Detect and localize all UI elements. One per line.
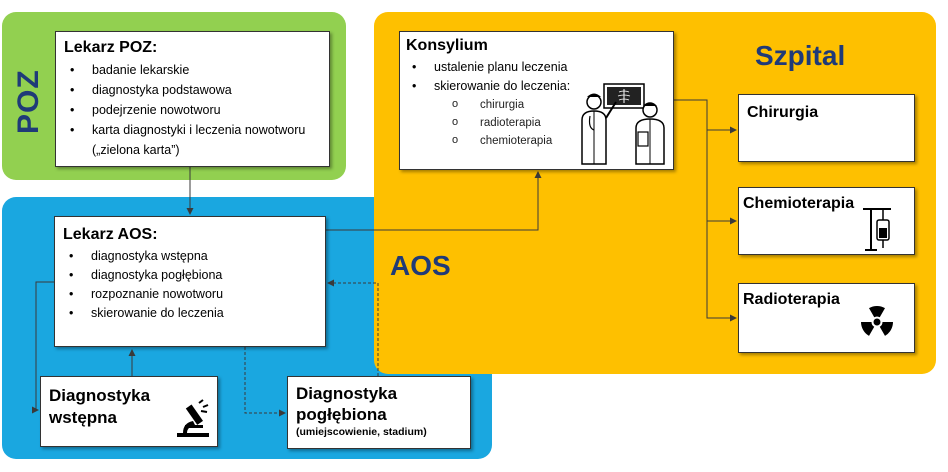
- sub-list-item: radioterapia: [406, 113, 667, 132]
- diagnostyka-wstepna-box: Diagnostyka wstępna: [40, 376, 218, 447]
- list-item: diagnostyka wstępna: [63, 247, 317, 266]
- list-item: rozpoznanie nowotworu: [63, 285, 317, 304]
- chirurgia-title: Chirurgia: [747, 104, 819, 121]
- lekarz-aos-title: Lekarz AOS:: [63, 226, 158, 243]
- diagnostyka-poglebiona-box: Diagnostyka pogłębiona (umiejscowienie, …: [287, 376, 471, 449]
- arrow-konsylium-to-radioterapia: [706, 221, 737, 322]
- list-item: karta diagnostyki i leczenia nowotworu (…: [64, 120, 321, 160]
- list-item: badanie lekarskie: [64, 60, 321, 80]
- list-item: ustalenie planu leczenia: [406, 58, 667, 77]
- radioterapia-box: Radioterapia: [738, 283, 915, 353]
- radioterapia-title: Radioterapia: [743, 291, 840, 308]
- lekarz-aos-list: diagnostyka wstępna diagnostyka pogłębio…: [63, 247, 317, 323]
- microscope-icon: [177, 399, 209, 437]
- konsylium-sublist: chirurgia radioterapia chemioterapia: [406, 95, 667, 150]
- lekarz-poz-title: Lekarz POZ:: [64, 39, 158, 56]
- radiation-icon: [861, 305, 894, 336]
- chemioterapia-box: Chemioterapia: [738, 187, 915, 255]
- arrow-aos-to-diag-wstepna: [32, 281, 54, 414]
- arrow-konsylium-to-chemioterapia: [706, 130, 737, 225]
- arrow-diag-poglebiona-to-aos: [327, 279, 379, 376]
- arrow-konsylium-to-chirurgia: [674, 99, 737, 134]
- chemioterapia-title: Chemioterapia: [743, 195, 855, 212]
- list-item: diagnostyka pogłębiona: [63, 266, 317, 285]
- chirurgia-box: Chirurgia: [738, 94, 915, 162]
- lekarz-poz-box: Lekarz POZ: badanie lekarskie diagnostyk…: [55, 31, 330, 167]
- diagnostyka-poglebiona-title-1: Diagnostyka: [296, 384, 398, 403]
- list-item: podejrzenie nowotworu: [64, 100, 321, 120]
- diagnostyka-wstepna-title-2: wstępna: [49, 408, 118, 427]
- list-item: diagnostyka podstawowa: [64, 80, 321, 100]
- aos-region-label: AOS: [390, 250, 451, 281]
- doctors-xray-icon: [581, 83, 665, 165]
- list-item: skierowanie do leczenia:: [406, 77, 667, 96]
- konsylium-title: Konsylium: [406, 37, 488, 54]
- konsylium-box: Konsylium ustalenie planu leczenia skier…: [399, 31, 674, 170]
- iv-drip-icon: [863, 208, 891, 251]
- sub-list-item: chirurgia: [406, 95, 667, 114]
- konsylium-list: ustalenie planu leczenia skierowanie do …: [406, 58, 667, 96]
- lekarz-poz-list: badanie lekarskie diagnostyka podstawowa…: [64, 60, 321, 160]
- szpital-region-label: Szpital: [755, 40, 846, 71]
- diagnostyka-wstepna-title-1: Diagnostyka: [49, 386, 151, 405]
- arrow-aos-to-konsylium: [326, 171, 542, 231]
- list-item: skierowanie do leczenia: [63, 304, 317, 323]
- diagnostyka-poglebiona-note: (umiejscowienie, stadium): [296, 426, 427, 438]
- arrow-aos-to-diag-poglebiona: [244, 347, 286, 417]
- lekarz-aos-box: Lekarz AOS: diagnostyka wstępna diagnost…: [54, 216, 326, 347]
- diagnostyka-poglebiona-title-2: pogłębiona: [296, 405, 387, 424]
- sub-list-item: chemioterapia: [406, 131, 667, 150]
